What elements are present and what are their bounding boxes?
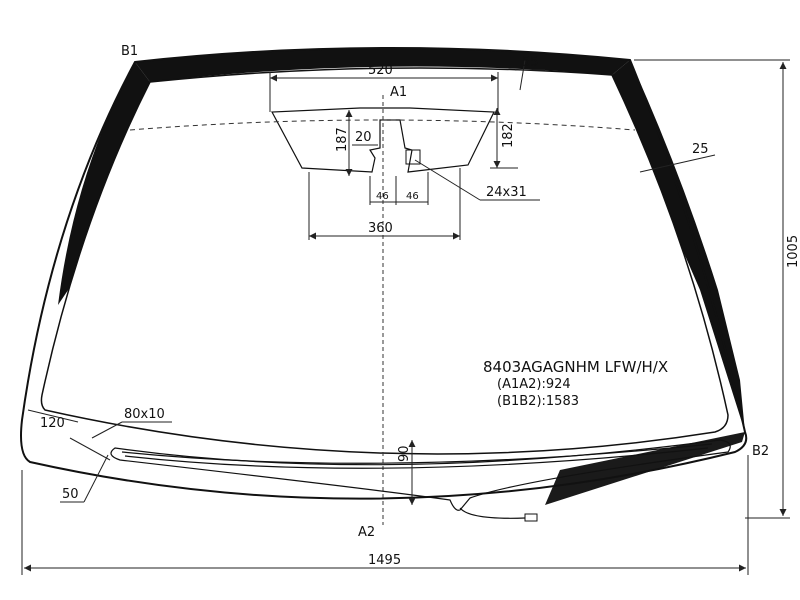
dim-bracket-span: 360: [368, 221, 393, 236]
dim-pad-right: 46: [406, 191, 419, 202]
dim-side-band: 25: [692, 142, 709, 157]
dim-pad-left: 46: [376, 191, 389, 202]
dim-top-corner: 55: [522, 55, 539, 70]
glass-outer-edge: [20, 46, 748, 500]
point-a1: A1: [390, 85, 407, 100]
heater-wire: [110, 439, 731, 511]
shade-band-line: [129, 119, 636, 131]
dim-top-width: 520: [368, 63, 393, 78]
dim-gap: 20: [355, 130, 372, 145]
sensor-window: [405, 149, 421, 165]
connector-lead: [459, 507, 526, 519]
dim-bottom-offset: 90: [397, 445, 412, 462]
point-b1: B1: [121, 44, 138, 59]
dim-left-bracket: 187: [335, 127, 350, 152]
dim-heater-tab: 80x10: [124, 407, 165, 422]
dim-total-width: 1495: [368, 553, 401, 568]
dim-sensor: 24x31: [486, 185, 527, 200]
dim-right-bracket: 182: [501, 123, 516, 148]
dim-left-edge: 120: [40, 416, 65, 431]
point-a2: A2: [358, 525, 375, 540]
connector-plug: [524, 513, 538, 522]
dim-left-bottom: 50: [62, 487, 79, 502]
part-code: 8403AGAGNHM LFW/H/X: [483, 358, 668, 376]
spec-a1a2: (A1A2):924: [497, 377, 571, 392]
dim-height: 1005: [786, 235, 800, 268]
point-b2: B2: [752, 444, 769, 459]
spec-b1b2: (B1B2):1583: [497, 394, 579, 409]
glass-inner-edge: [40, 67, 729, 455]
